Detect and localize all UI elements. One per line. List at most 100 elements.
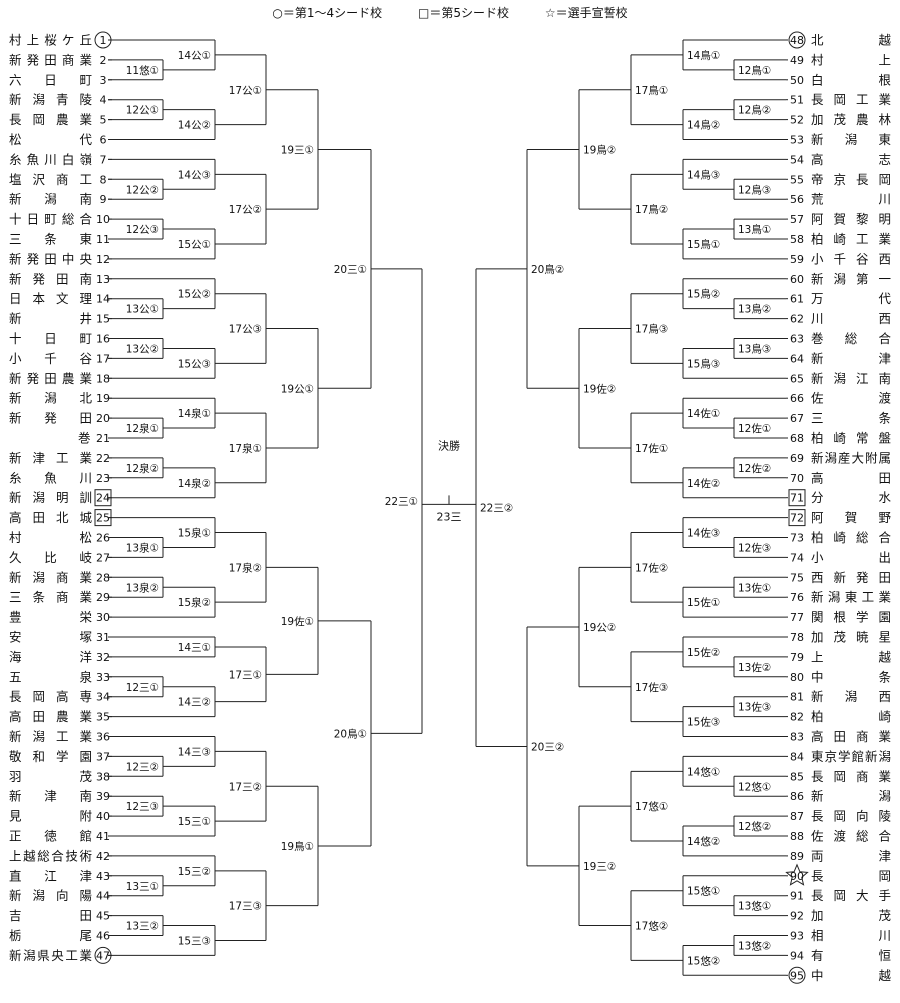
game-label: 14悠② bbox=[687, 835, 720, 848]
game-label: 13鳥① bbox=[738, 223, 771, 236]
team-name: 糸魚川白嶺 bbox=[9, 152, 92, 167]
team-name: 長岡 bbox=[811, 868, 891, 883]
team-name: 十日町総合 bbox=[9, 212, 92, 227]
team-number: 57 bbox=[790, 213, 804, 226]
legend-seed-box: □＝第5シード校 bbox=[418, 6, 509, 20]
team-name: 海洋 bbox=[9, 649, 92, 664]
team-number: 59 bbox=[790, 253, 804, 266]
game-label: 20鳥① bbox=[334, 727, 367, 740]
team-number: 79 bbox=[790, 651, 804, 664]
game-label: 12公① bbox=[126, 105, 159, 117]
team-number: 91 bbox=[790, 890, 804, 903]
game-label: 13泉② bbox=[126, 581, 159, 594]
team-name: 十日町 bbox=[9, 331, 92, 346]
team-number: 48 bbox=[790, 34, 804, 47]
game-label: 13公② bbox=[126, 343, 159, 355]
team-name: 村上 bbox=[811, 52, 891, 67]
team-name: 新潟向陽 bbox=[9, 888, 92, 903]
team-number: 24 bbox=[96, 492, 110, 505]
team-name: 柏崎常盤 bbox=[811, 431, 891, 446]
team-name: 相川 bbox=[811, 928, 891, 943]
team-number: 8 bbox=[100, 173, 107, 186]
team-number: 54 bbox=[790, 153, 804, 166]
game-label: 15三② bbox=[178, 866, 211, 878]
legend-seed-star: ☆＝選手宣誓校 bbox=[544, 6, 628, 20]
team-name: 敬和学園 bbox=[9, 749, 92, 764]
game-label: 19三① bbox=[281, 144, 314, 156]
game-label: 12鳥② bbox=[738, 104, 771, 117]
team-number: 42 bbox=[96, 850, 110, 863]
team-number: 49 bbox=[790, 54, 804, 67]
game-label: 13鳥② bbox=[738, 303, 771, 316]
team-name: 新潟第一 bbox=[811, 271, 891, 286]
game-label: 12鳥③ bbox=[738, 183, 771, 196]
team-name: 久比岐 bbox=[9, 550, 92, 565]
team-name: 中越 bbox=[811, 968, 891, 983]
team-number: 26 bbox=[96, 532, 110, 545]
game-label: 14悠① bbox=[687, 765, 720, 778]
team-name: 新発田 bbox=[9, 411, 92, 426]
game-label: 17佐① bbox=[635, 442, 668, 455]
team-number: 67 bbox=[790, 412, 804, 425]
team-name: 西新発田 bbox=[811, 570, 891, 585]
game-label: 13佐③ bbox=[738, 701, 771, 714]
team-number: 70 bbox=[790, 472, 804, 485]
team-name: 加茂暁星 bbox=[811, 630, 891, 645]
game-label: 17泉② bbox=[229, 561, 262, 574]
game-label: 12佐② bbox=[738, 462, 771, 475]
game-label: 15佐① bbox=[687, 596, 720, 609]
team-number: 10 bbox=[96, 213, 110, 226]
game-label: 15三① bbox=[178, 816, 211, 828]
team-name: 柏崎工業 bbox=[811, 232, 891, 247]
game-label: 14三③ bbox=[178, 746, 211, 758]
game-label: 15鳥② bbox=[687, 288, 720, 301]
game-label: 15佐③ bbox=[687, 716, 720, 729]
team-number: 77 bbox=[790, 611, 804, 624]
team-number: 86 bbox=[790, 790, 804, 803]
team-name: 帝京長岡 bbox=[811, 172, 891, 187]
game-label: 19佐① bbox=[281, 615, 314, 628]
game-label: 14鳥② bbox=[687, 119, 720, 132]
game-label: 15泉② bbox=[178, 596, 211, 609]
game-label: 15鳥③ bbox=[687, 357, 720, 370]
team-name: 長岡商業 bbox=[811, 769, 891, 784]
team-number: 94 bbox=[790, 949, 804, 962]
team-number: 44 bbox=[96, 890, 110, 903]
game-label: 15公③ bbox=[178, 358, 211, 370]
team-number: 47 bbox=[96, 949, 110, 962]
team-name: 新潟西 bbox=[811, 689, 891, 704]
team-number: 52 bbox=[790, 114, 804, 127]
game-label: 17鳥③ bbox=[635, 323, 668, 336]
game-label: 19三② bbox=[583, 861, 616, 873]
team-name: 小千谷西 bbox=[811, 251, 891, 266]
team-number: 32 bbox=[96, 651, 110, 664]
team-number: 37 bbox=[96, 750, 110, 763]
game-label: 19公② bbox=[583, 622, 616, 634]
team-name: 新発田農業 bbox=[9, 371, 92, 386]
game-label: 17鳥① bbox=[635, 84, 668, 97]
team-number: 66 bbox=[790, 392, 804, 405]
team-name: 新井 bbox=[9, 311, 92, 326]
team-number: 95 bbox=[790, 969, 804, 982]
game-label: 12泉① bbox=[126, 422, 159, 435]
team-number: 6 bbox=[100, 134, 107, 147]
game-label: 17佐③ bbox=[635, 681, 668, 694]
game-label: 14泉① bbox=[178, 407, 211, 420]
team-name: 見附 bbox=[9, 809, 92, 824]
team-number: 2 bbox=[100, 54, 107, 67]
team-name: 北越 bbox=[811, 33, 891, 48]
team-name: 新発田中央 bbox=[9, 251, 92, 266]
team-number: 78 bbox=[790, 631, 804, 644]
team-number: 11 bbox=[96, 233, 110, 246]
team-name: 塩沢商工 bbox=[9, 172, 92, 187]
team-number: 74 bbox=[790, 551, 804, 564]
game-label: 17公② bbox=[229, 204, 262, 216]
team-name: 羽茂 bbox=[9, 769, 92, 784]
team-name: 高田 bbox=[811, 470, 891, 485]
game-label: 15鳥① bbox=[687, 238, 720, 251]
team-name: 松代 bbox=[9, 132, 92, 147]
team-number: 19 bbox=[96, 392, 110, 405]
team-name: 巻 bbox=[78, 431, 91, 446]
team-name: 小千谷 bbox=[9, 351, 92, 366]
team-number: 29 bbox=[96, 591, 110, 604]
